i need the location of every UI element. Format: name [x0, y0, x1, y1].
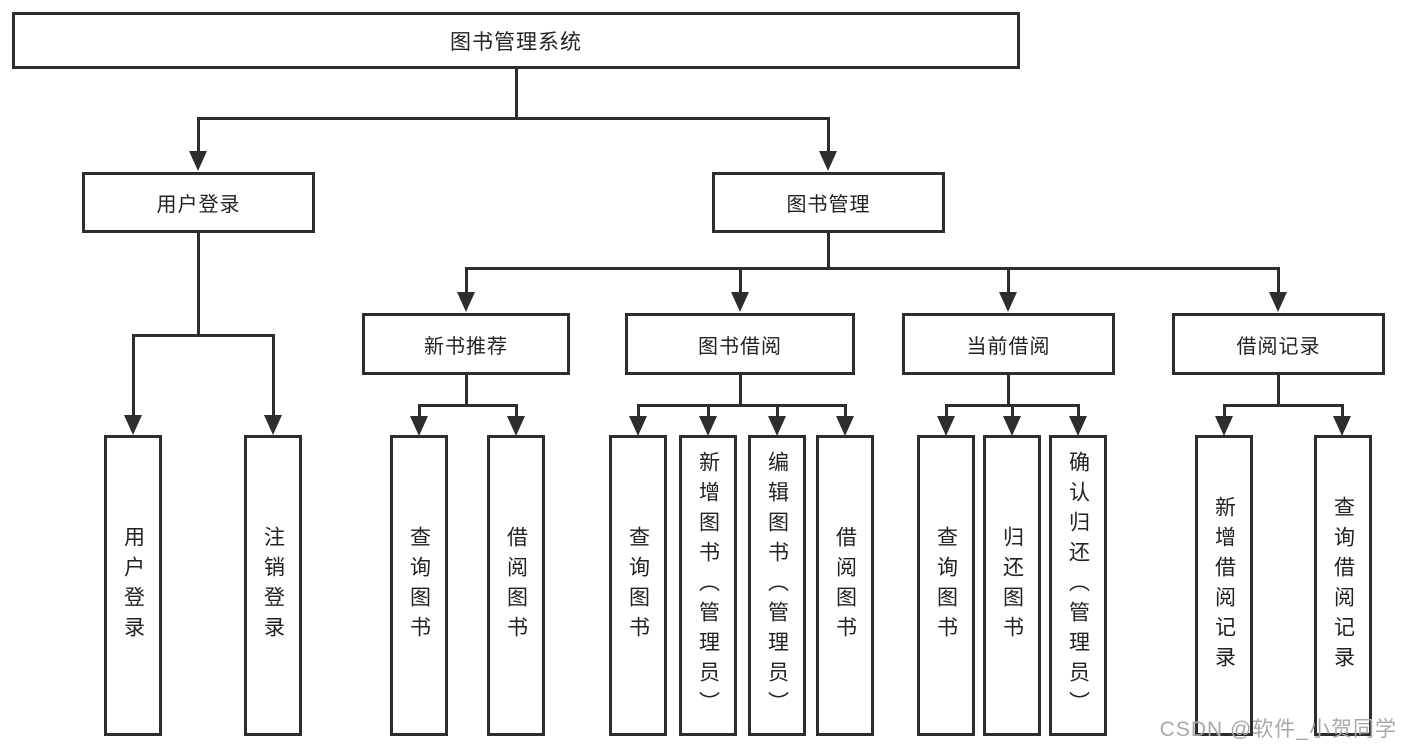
leaf-query-books-borrow: 查询图书 [609, 435, 667, 736]
leaf-confirm-return-admin: 确认归还（管理员） [1049, 435, 1107, 736]
arrowhead [1333, 416, 1351, 436]
connector-level2-rail [197, 117, 830, 120]
leaf-label: 归还图书 [1000, 525, 1024, 646]
leaf-query-books-current: 查询图书 [917, 435, 975, 736]
leaf-logout: 注销登录 [244, 435, 302, 736]
connector-user-login-rail [132, 334, 275, 337]
leaf-label: 查询图书 [934, 525, 958, 646]
leaf-label: 注销登录 [261, 525, 285, 646]
leaf-label: 用户登录 [121, 525, 145, 646]
leaf-borrow-books-recommend: 借阅图书 [487, 435, 545, 736]
connector-stem [945, 404, 948, 418]
arrowhead [731, 292, 749, 312]
arrowhead [124, 415, 142, 435]
connector-stem [1223, 404, 1226, 418]
connector-stem [465, 267, 468, 293]
leaf-borrow-books: 借阅图书 [816, 435, 874, 736]
arrowhead [836, 416, 854, 436]
connector-stem [418, 404, 421, 418]
arrowhead [819, 151, 837, 171]
leaf-return-books: 归还图书 [983, 435, 1041, 736]
leaf-label: 借阅图书 [833, 525, 857, 646]
leaf-label: 借阅图书 [504, 525, 528, 646]
node-borrow-records: 借阅记录 [1172, 313, 1385, 375]
connector-stem [827, 117, 830, 153]
leaf-label: 查询图书 [407, 525, 431, 646]
leaf-label: 确认归还（管理员） [1066, 450, 1090, 721]
arrowhead [629, 416, 647, 436]
connector-stem [637, 404, 640, 418]
node-root: 图书管理系统 [12, 12, 1020, 69]
connector-stem [1007, 267, 1010, 293]
node-new-book-recommend: 新书推荐 [362, 313, 570, 375]
node-book-management: 图书管理 [712, 172, 945, 233]
leaf-add-borrow-record: 新增借阅记录 [1195, 435, 1253, 736]
connector-root-drop [515, 69, 518, 118]
connector-group-drop [465, 375, 468, 406]
arrowhead [937, 416, 955, 436]
leaf-label: 查询借阅记录 [1331, 495, 1355, 676]
arrowhead [1215, 416, 1233, 436]
connector-stem [1011, 404, 1014, 418]
leaf-user-login: 用户登录 [104, 435, 162, 736]
leaf-query-borrow-record: 查询借阅记录 [1314, 435, 1372, 736]
leaf-add-books-admin: 新增图书（管理员） [679, 435, 737, 736]
connector-stem [132, 334, 135, 416]
leaf-query-books-recommend: 查询图书 [390, 435, 448, 736]
connector-stem [1277, 267, 1280, 293]
connector-book-mgmt-drop [827, 233, 830, 269]
arrowhead [507, 416, 525, 436]
connector-user-login-drop [197, 233, 200, 337]
leaf-edit-books-admin: 编辑图书（管理员） [748, 435, 806, 736]
arrowhead [1003, 416, 1021, 436]
arrowhead [999, 292, 1017, 312]
connector-stem [707, 404, 710, 418]
connector-stem [1077, 404, 1080, 418]
connector-stem [776, 404, 779, 418]
connector-group-drop [1277, 375, 1280, 406]
node-current-borrow: 当前借阅 [902, 313, 1115, 375]
leaf-label: 查询图书 [626, 525, 650, 646]
connector-stem [844, 404, 847, 418]
arrowhead [264, 415, 282, 435]
arrowhead [1069, 416, 1087, 436]
leaf-label: 新增图书（管理员） [696, 450, 720, 721]
node-user-login: 用户登录 [82, 172, 315, 233]
watermark: CSDN @软件_小贺同学 [1159, 718, 1397, 741]
arrowhead [1269, 292, 1287, 312]
connector-level3-rail [465, 267, 1280, 270]
connector-group-drop [739, 375, 742, 406]
leaf-label: 编辑图书（管理员） [765, 450, 789, 721]
arrowhead [699, 416, 717, 436]
node-book-borrow: 图书借阅 [625, 313, 855, 375]
leaf-label: 新增借阅记录 [1212, 495, 1236, 676]
connector-stem [515, 404, 518, 418]
arrowhead [768, 416, 786, 436]
connector-stem [739, 267, 742, 293]
arrowhead [189, 151, 207, 171]
connector-stem [272, 334, 275, 416]
connector-group-rail [637, 404, 847, 407]
connector-group-drop [1007, 375, 1010, 406]
connector-stem [197, 117, 200, 153]
connector-stem [1341, 404, 1344, 418]
arrowhead [410, 416, 428, 436]
arrowhead [457, 292, 475, 312]
connector-group-rail [1223, 404, 1344, 407]
connector-group-rail [418, 404, 518, 407]
